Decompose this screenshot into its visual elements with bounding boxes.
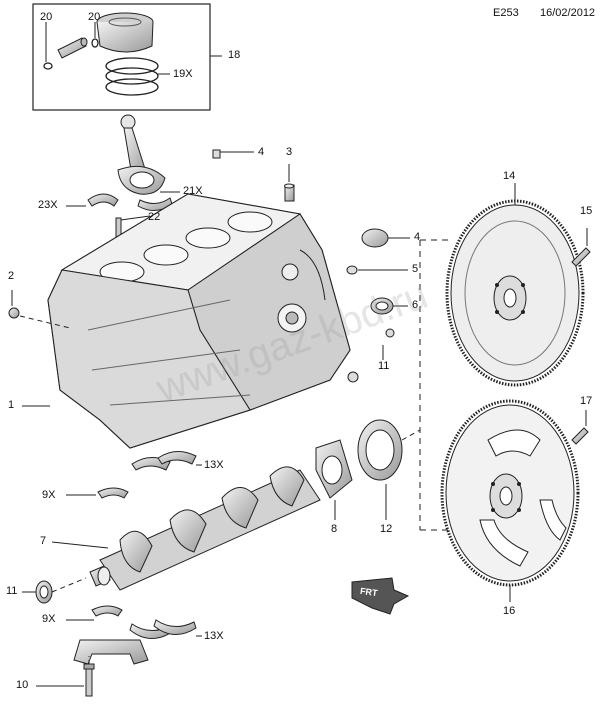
front-direction-arrow [351,577,410,615]
callout-7-crankshaft: 7 [40,535,47,547]
callout-20-circlip: 20 [40,11,53,23]
callout-22-conrod-bolt: 22 [148,211,161,223]
callout-20-pin: 20 [88,11,101,23]
dowel-pins-and-plugs [8,149,395,383]
crankshaft [51,466,321,591]
callout-4-plug: 4 [414,231,421,243]
callout-6-seal-plug: 6 [412,299,419,311]
flywheel [445,183,585,387]
callout-2-plug: 2 [8,270,15,282]
callout-13-upper-bearing: 13X [204,459,224,471]
callout-23-conrod-bearing: 23X [38,199,58,211]
cylinder-block [47,193,351,449]
callout-19-rings: 19X [173,68,193,80]
callout-11-plug: 11 [378,360,390,372]
callout-9-main-bearing: 9X [42,489,56,501]
callout-10-bearing-bolt: 10 [16,679,29,691]
callout-18-piston-kit: 18 [228,49,241,61]
callout-9-lower-bearing: 9X [42,613,56,625]
callout-12-rear-seal: 12 [380,523,393,535]
callout-1-block: 1 [8,399,15,411]
callout-17-flexplate-bolt: 17 [580,395,593,407]
diagram-date: 16/02/2012 [540,7,596,19]
leader-lines-block [11,151,410,407]
thrust-plate [315,439,353,520]
main-bearing-bolt [36,656,95,697]
connecting-rod [117,114,166,195]
piston-rings [105,57,170,96]
main-bearing-shells-lower [66,487,202,639]
callout-21-conrod: 21X [183,185,203,197]
conrod-bearing-shells [87,193,173,211]
main-bearing-cap [73,639,149,665]
callout-3-sleeve: 3 [286,146,293,158]
diagram-code: E253 [493,7,519,19]
callout-14-flywheel: 14 [503,170,516,182]
callout-11-front-seal: 11 [6,585,18,597]
rear-main-seal [357,239,450,531]
flywheel-bolt [571,228,591,267]
piston-pin [57,37,88,59]
callout-13-lower-bearing: 13X [204,630,224,642]
piston-kit-box [32,3,222,111]
callout-15-flywheel-bolt: 15 [580,205,593,217]
callout-4-dowel-top: 4 [258,146,265,158]
flex-plate [440,399,580,602]
pin-circlips [43,22,99,70]
flex-plate-bolt [571,410,589,445]
piston [96,12,154,53]
callout-8-thrust-plate: 8 [331,523,338,535]
crank-front-seal [22,577,87,604]
main-bearing-shells-upper [131,451,202,471]
callout-16-flexplate: 16 [503,605,516,617]
callout-5-plug: 5 [412,263,419,275]
